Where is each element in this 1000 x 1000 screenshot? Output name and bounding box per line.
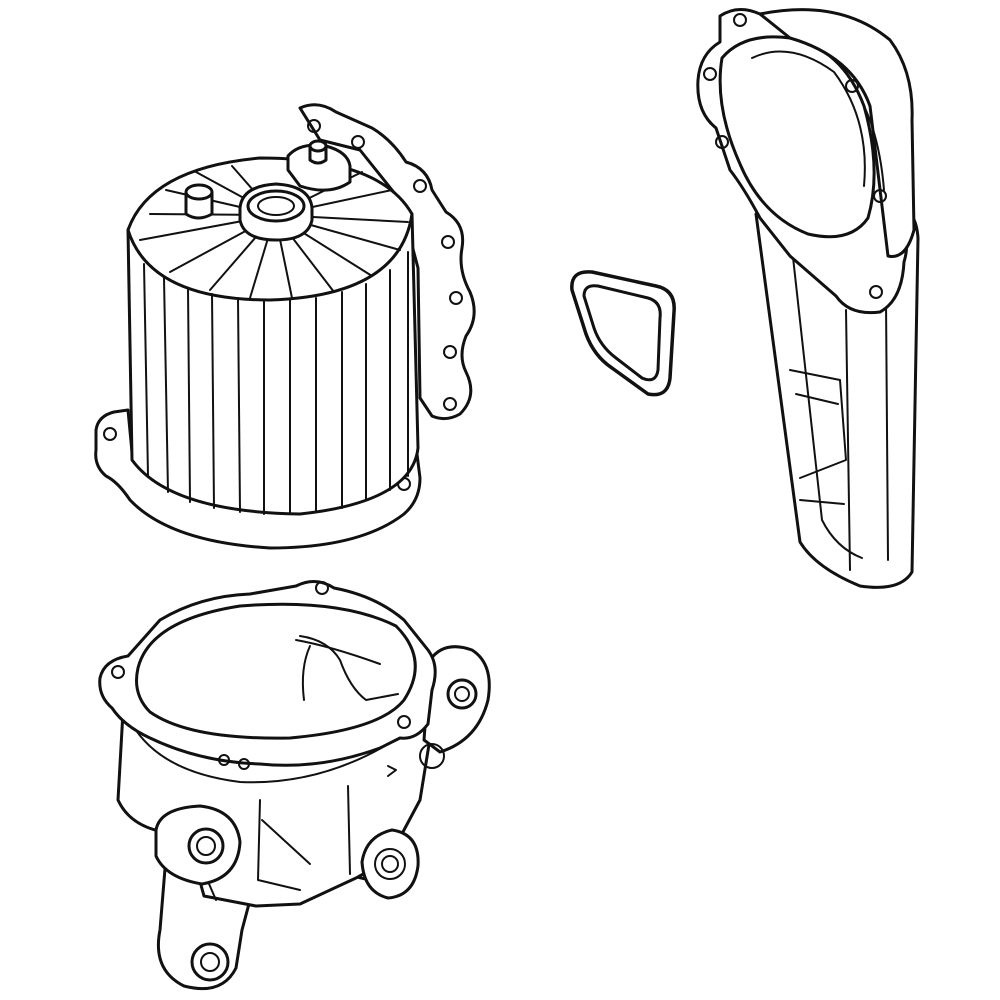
filter-housing — [94, 103, 476, 550]
bracket-bolt-holes — [111, 581, 411, 770]
flange-bolt-holes — [307, 119, 463, 411]
gasket — [570, 270, 676, 397]
intake-duct — [696, 8, 920, 589]
mounting-bracket — [98, 580, 491, 991]
duct-bolt-holes — [703, 13, 887, 299]
body-vertical-ribs — [143, 251, 409, 515]
